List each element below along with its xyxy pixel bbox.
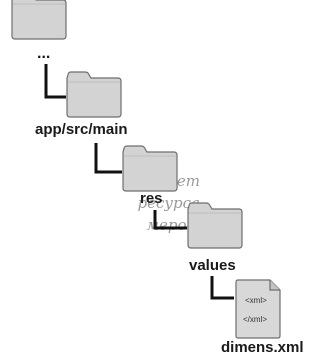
- file-label-dimens-xml: dimens.xml: [221, 339, 304, 356]
- folder-icon: [187, 202, 243, 249]
- folder-label-res: res: [140, 190, 163, 207]
- folder-label-app-src-main: app/src/main: [35, 121, 128, 138]
- tree-connector: [153, 210, 187, 230]
- xml-file-icon: <xml> </xml>: [235, 279, 281, 339]
- folder-label-values: values: [189, 257, 236, 274]
- xml-close-tag: </xml>: [243, 315, 267, 324]
- folder-icon: [11, 0, 67, 40]
- folder-icon: [66, 71, 122, 118]
- xml-open-tag: <xml>: [245, 296, 267, 305]
- note-line: ресурса: [137, 194, 200, 212]
- folder-icon: [122, 145, 178, 192]
- tree-connector: [44, 64, 66, 99]
- ellipsis-label: ...: [37, 45, 51, 62]
- tree-connector: [210, 276, 234, 300]
- tree-connector: [94, 143, 122, 174]
